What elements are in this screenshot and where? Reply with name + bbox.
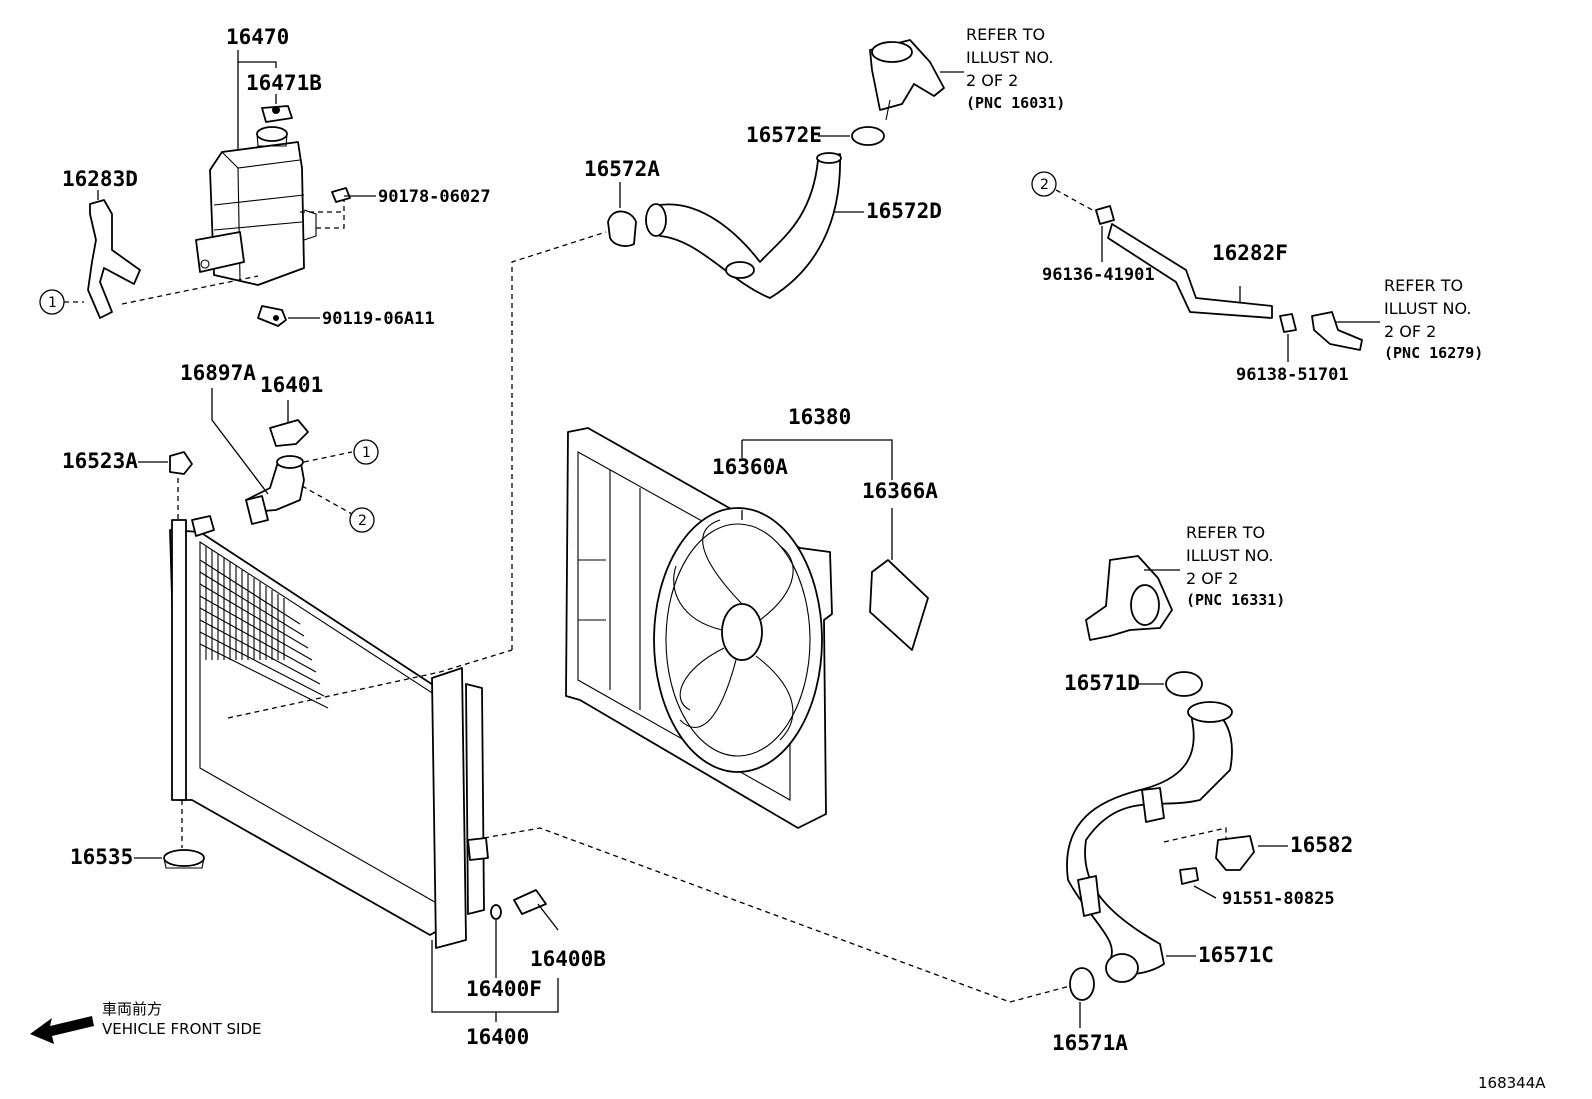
radiator-cushion (163, 849, 205, 869)
label-16572E: 16572E (746, 123, 822, 147)
label-91551-80825: 91551-80825 (1222, 889, 1335, 909)
connector-1-left: 1 (48, 295, 57, 311)
svg-text:2 OF 2: 2 OF 2 (1186, 569, 1238, 588)
label-16535: 16535 (70, 845, 133, 869)
label-16282F: 16282F (1212, 241, 1288, 265)
figure-id: 168344A (1478, 1074, 1546, 1092)
label-16571A: 16571A (1052, 1031, 1128, 1055)
lower-radiator-hose (1066, 701, 1233, 983)
hose-clamp-16571A (1069, 967, 1095, 1001)
bypass-hose-16282F (1107, 223, 1273, 319)
label-16380: 16380 (788, 405, 851, 429)
hose-clamp-upper-lower (725, 261, 755, 279)
hose-clip-96136 (1095, 205, 1115, 225)
hose-clamp-16572E (851, 126, 885, 146)
label-96136-41901: 96136-41901 (1042, 265, 1155, 285)
label-16400: 16400 (466, 1025, 529, 1049)
svg-text:(PNC 16279): (PNC 16279) (1384, 344, 1483, 362)
svg-text:(PNC 16331): (PNC 16331) (1186, 591, 1285, 609)
refer-note-16031: REFER TO ILLUST NO. 2 OF 2 (PNC 16031) (966, 25, 1065, 112)
connector-1-neck: 1 (362, 445, 371, 461)
fan-shroud-seal (869, 559, 929, 651)
label-16470: 16470 (226, 25, 289, 49)
svg-text:(PNC 16031): (PNC 16031) (966, 94, 1065, 112)
reservoir-tank (195, 141, 317, 286)
svg-text:ILLUST NO.: ILLUST NO. (1186, 546, 1273, 565)
hose-clamp-lower-middle (1077, 787, 1165, 917)
reservoir-cap (256, 126, 288, 147)
svg-text:ILLUST NO.: ILLUST NO. (1384, 299, 1471, 318)
drain-cock (513, 889, 547, 915)
label-90178-06027: 90178-06027 (378, 187, 491, 207)
label-16401: 16401 (260, 373, 323, 397)
label-16283D: 16283D (62, 167, 138, 191)
connector-2-right: 2 (1040, 177, 1049, 193)
front-direction-arrow (30, 1016, 94, 1044)
label-16400B: 16400B (530, 947, 606, 971)
pipe-fitting-16279 (1311, 311, 1363, 351)
label-16571C: 16571C (1198, 943, 1274, 967)
svg-text:REFER TO: REFER TO (1384, 276, 1463, 295)
bolt-91551 (1179, 867, 1199, 885)
radiator (169, 515, 489, 949)
leader-lines (97, 50, 1380, 1028)
label-16471B: 16471B (246, 71, 322, 95)
bolt-90119 (257, 305, 287, 327)
svg-text:REFER TO: REFER TO (1186, 523, 1265, 542)
label-16572D: 16572D (866, 199, 942, 223)
hose-clip-96138 (1279, 313, 1297, 333)
hose-clamp-16572A (607, 210, 637, 247)
label-16523A: 16523A (62, 449, 138, 473)
radiator-filler-neck (245, 455, 305, 525)
water-inlet (1085, 555, 1173, 641)
label-16400F: 16400F (466, 977, 542, 1001)
hose-bracket-16582 (1215, 835, 1255, 871)
fan-assembly (653, 507, 823, 773)
hose-clamp-16571D (1165, 671, 1203, 697)
svg-text:ILLUST NO.: ILLUST NO. (966, 48, 1053, 67)
reservoir-cap-seal (261, 105, 293, 123)
svg-text:2 OF 2: 2 OF 2 (966, 71, 1018, 90)
label-16360A: 16360A (712, 455, 788, 479)
water-outlet (869, 39, 945, 121)
reservoir-hose (87, 199, 141, 319)
label-16366A: 16366A (862, 479, 938, 503)
refer-note-16331: REFER TO ILLUST NO. 2 OF 2 (PNC 16331) (1186, 523, 1285, 609)
label-16897A: 16897A (180, 361, 256, 385)
refer-note-16279: REFER TO ILLUST NO. 2 OF 2 (PNC 16279) (1384, 276, 1483, 362)
label-16571D: 16571D (1064, 671, 1140, 695)
label-90119-06A11: 90119-06A11 (322, 309, 435, 329)
connector-markers (39, 171, 1057, 533)
label-16572A: 16572A (584, 157, 660, 181)
svg-text:REFER TO: REFER TO (966, 25, 1045, 44)
connector-2-neck: 2 (358, 513, 367, 529)
label-96138-51701: 96138-51701 (1236, 365, 1349, 385)
label-16582: 16582 (1290, 833, 1353, 857)
svg-text:2 OF 2: 2 OF 2 (1384, 322, 1436, 341)
drain-plug-16523A (169, 451, 193, 475)
direction-label-jp: 車両前方 (102, 1000, 162, 1018)
direction-label-en: VEHICLE FRONT SIDE (102, 1020, 262, 1038)
radiator-cap (269, 419, 309, 447)
nut-90178 (331, 187, 351, 203)
o-ring (490, 904, 502, 920)
